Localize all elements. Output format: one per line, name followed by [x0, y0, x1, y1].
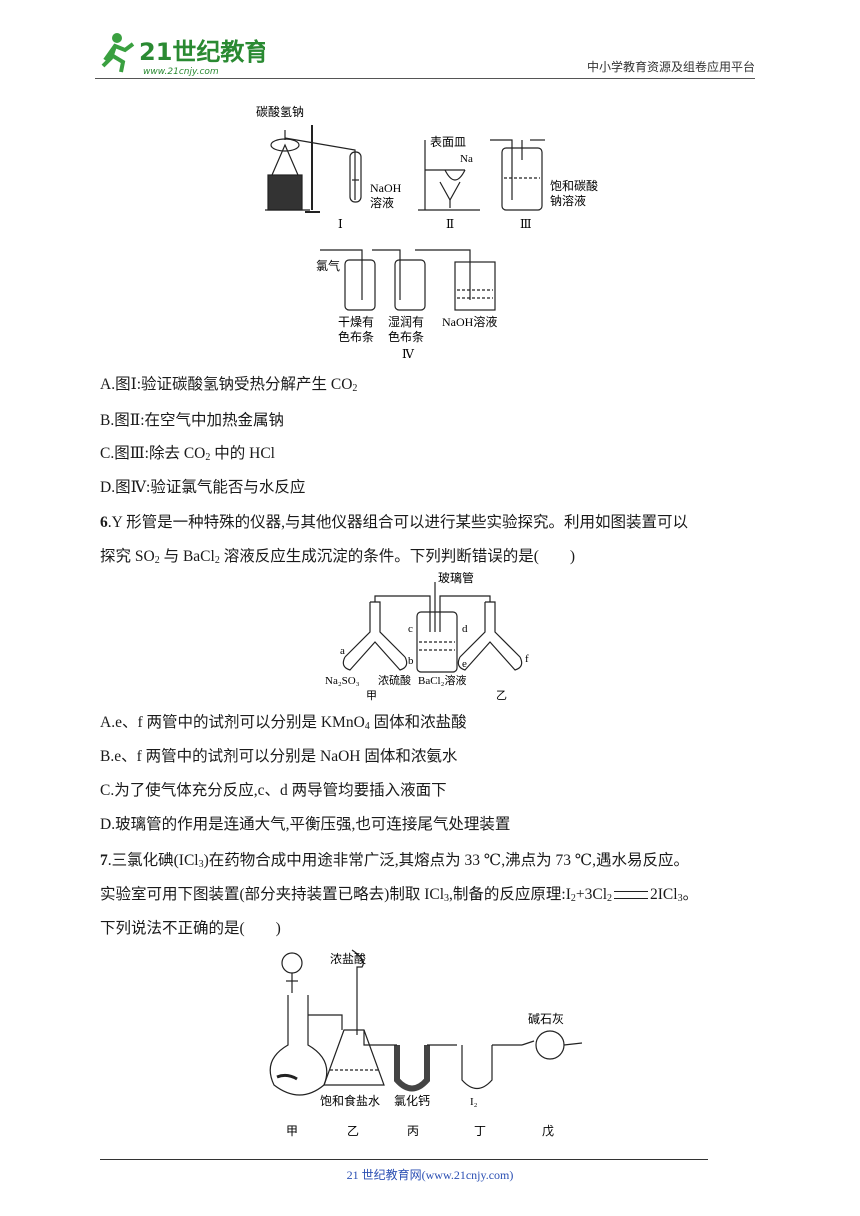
label-sat-nacl: 饱和食盐水 [320, 1093, 380, 1108]
reaction-equals-sign [614, 891, 648, 900]
header-divider [95, 78, 755, 79]
label-a: a [340, 645, 345, 657]
roman-1: Ⅰ [338, 217, 343, 231]
label-glass-tube: 玻璃管 [438, 572, 474, 585]
label-bacl2: BaCl₂溶液 [418, 673, 466, 687]
q6-option-d: D.玻璃管的作用是连通大气,平衡压强,也可连接尾气处理装置 [100, 816, 511, 833]
q6-option-c: C.为了使气体充分反应,c、d 两导管均要插入液面下 [100, 782, 447, 799]
label-naoh-2: 溶液 [370, 195, 394, 210]
label-d: d [462, 623, 468, 635]
label-na: Na [460, 153, 473, 165]
label-f: f [525, 653, 529, 665]
label-wet-2: 色布条 [388, 330, 424, 344]
label-na2so3: Na₂SO₃ [325, 675, 360, 687]
q6-stem-line-1: 6.Y 形管是一种特殊的仪器,与其他仪器组合可以进行某些实验探究。利用如图装置可… [100, 514, 688, 531]
label-bing: 丙 [407, 1124, 419, 1138]
figure-icl3-apparatus: 浓盐酸 碱石灰 饱和食盐水 氯化钙 I₂ 甲 乙 丙 丁 戊 [262, 945, 592, 1145]
logo-text: 21世纪教育 [139, 38, 265, 66]
q7-stem-line-3: 下列说法不正确的是( ) [100, 920, 281, 937]
q5-option-d: D.图Ⅳ:验证氯气能否与水反应 [100, 479, 306, 496]
label-jia: 甲 [286, 1124, 298, 1138]
label-wu: 戊 [542, 1124, 554, 1138]
footer-divider [100, 1159, 708, 1160]
label-soda-lime: 碱石灰 [528, 1012, 564, 1026]
label-b: b [408, 655, 414, 667]
label-dry-2: 色布条 [338, 330, 374, 344]
q5-option-b: B.图Ⅱ:在空气中加热金属钠 [100, 412, 285, 429]
label-yi: 乙 [496, 689, 507, 702]
q5-option-c: C.图Ⅲ:除去 CO2 中的 HCl [100, 445, 275, 463]
label-conc-hcl: 浓盐酸 [330, 951, 366, 966]
footer-text: 21 世纪教育网(www.21cnjy.com) [346, 1168, 514, 1182]
q5-option-a: A.图Ⅰ:验证碳酸氢钠受热分解产生 CO2 [100, 376, 358, 394]
label-sat-2: 钠溶液 [550, 193, 586, 208]
label-i2: I₂ [470, 1096, 478, 1108]
label-naoh-solution: NaOH溶液 [442, 314, 497, 329]
figure-apparatus-1-4: 碳酸氢钠 NaOH 溶液 Ⅰ 表面皿 Na Ⅱ 饱和碳酸 钠溶液 Ⅲ [250, 100, 620, 362]
label-naoh-1: NaOH [370, 181, 402, 195]
label-nahco3: 碳酸氢钠 [256, 104, 304, 119]
roman-4: Ⅳ [402, 347, 415, 361]
label-cacl2: 氯化钙 [394, 1094, 430, 1108]
q6-option-b: B.e、f 两管中的试剂可以分别是 NaOH 固体和浓氨水 [100, 748, 458, 765]
page-header: 21世纪教育 www.21cnjy.com 中小学教育资源及组卷应用平台 [95, 30, 755, 80]
label-h2so4: 浓硫酸 [378, 673, 411, 687]
label-yi: 乙 [347, 1124, 359, 1138]
q7-stem-line-1: 7.三氯化碘(ICl3)在药物合成中用途非常广泛,其熔点为 33 ℃,沸点为 7… [100, 852, 690, 870]
roman-2: Ⅱ [446, 217, 454, 231]
label-e: e [462, 658, 467, 670]
label-wet-1: 湿润有 [388, 314, 424, 329]
q6-option-a: A.e、f 两管中的试剂可以分别是 KMnO4 固体和浓盐酸 [100, 714, 467, 732]
q6-stem-line-2: 探究 SO2 与 BaCl2 溶液反应生成沉淀的条件。下列判断错误的是( ) [100, 548, 576, 566]
label-ding: 丁 [474, 1124, 486, 1138]
header-tagline: 中小学教育资源及组卷应用平台 [586, 60, 755, 74]
label-jia: 甲 [366, 690, 377, 702]
roman-3: Ⅲ [520, 217, 532, 231]
label-dry-1: 干燥有 [338, 315, 374, 329]
label-c: c [408, 623, 413, 635]
q7-stem-line-2: 实验室可用下图装置(部分夹持装置已略去)制取 ICl3,制备的反应原理:I2+3… [100, 886, 699, 904]
logo-url: www.21cnjy.com [143, 67, 219, 77]
figure-y-tube: 玻璃管 c d a b e f Na₂SO₃ 浓硫酸 BaCl₂溶液 甲 乙 [320, 570, 550, 702]
label-cl2: 氯气 [316, 258, 340, 273]
label-watch-glass: 表面皿 [430, 135, 466, 149]
label-sat-1: 饱和碳酸 [550, 178, 598, 193]
site-logo: 21世纪教育 www.21cnjy.com [101, 33, 265, 77]
